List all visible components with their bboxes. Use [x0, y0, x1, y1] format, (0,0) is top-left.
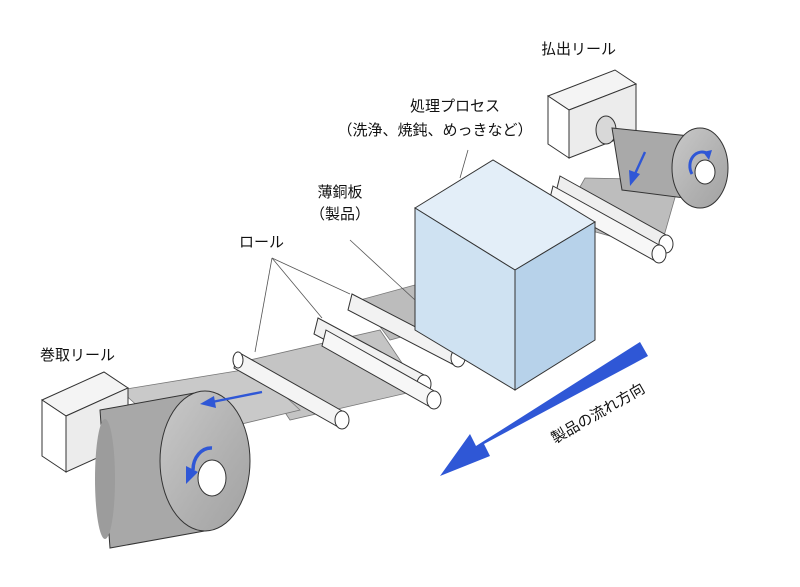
rewind-rotation-arrow	[191, 446, 213, 471]
roll-middle-pair	[313, 317, 442, 410]
unwind-reel-label: 払出リール	[541, 40, 617, 58]
sheet-label-line1: 薄銅板	[317, 183, 363, 201]
flow-direction-arrow	[440, 342, 648, 476]
leader-roll-1	[254, 257, 273, 353]
rewind-sheet-arrow	[211, 390, 263, 404]
direction-arrows	[186, 150, 712, 484]
rewind-reel-label: 巻取リール	[40, 346, 116, 364]
unwind-sheet-arrow	[632, 151, 647, 177]
process-label-line1: 処理プロセス	[409, 97, 500, 115]
sheet-label-line2: （製品）	[309, 205, 370, 223]
leader-roll-3	[271, 257, 351, 295]
leader-process	[459, 149, 469, 179]
leader-lines	[254, 149, 469, 353]
unwind-reel	[611, 127, 729, 209]
process-box	[414, 159, 596, 391]
leader-sheet	[349, 239, 416, 301]
rolls-label: ロール	[239, 233, 285, 251]
rewind-reel	[95, 390, 251, 549]
roll-unwind-side	[548, 175, 674, 264]
roll-front	[232, 351, 350, 430]
process-label-line2: （洗浄、焼鈍、めっきなど）	[337, 121, 533, 139]
leader-roll-2	[271, 257, 323, 319]
